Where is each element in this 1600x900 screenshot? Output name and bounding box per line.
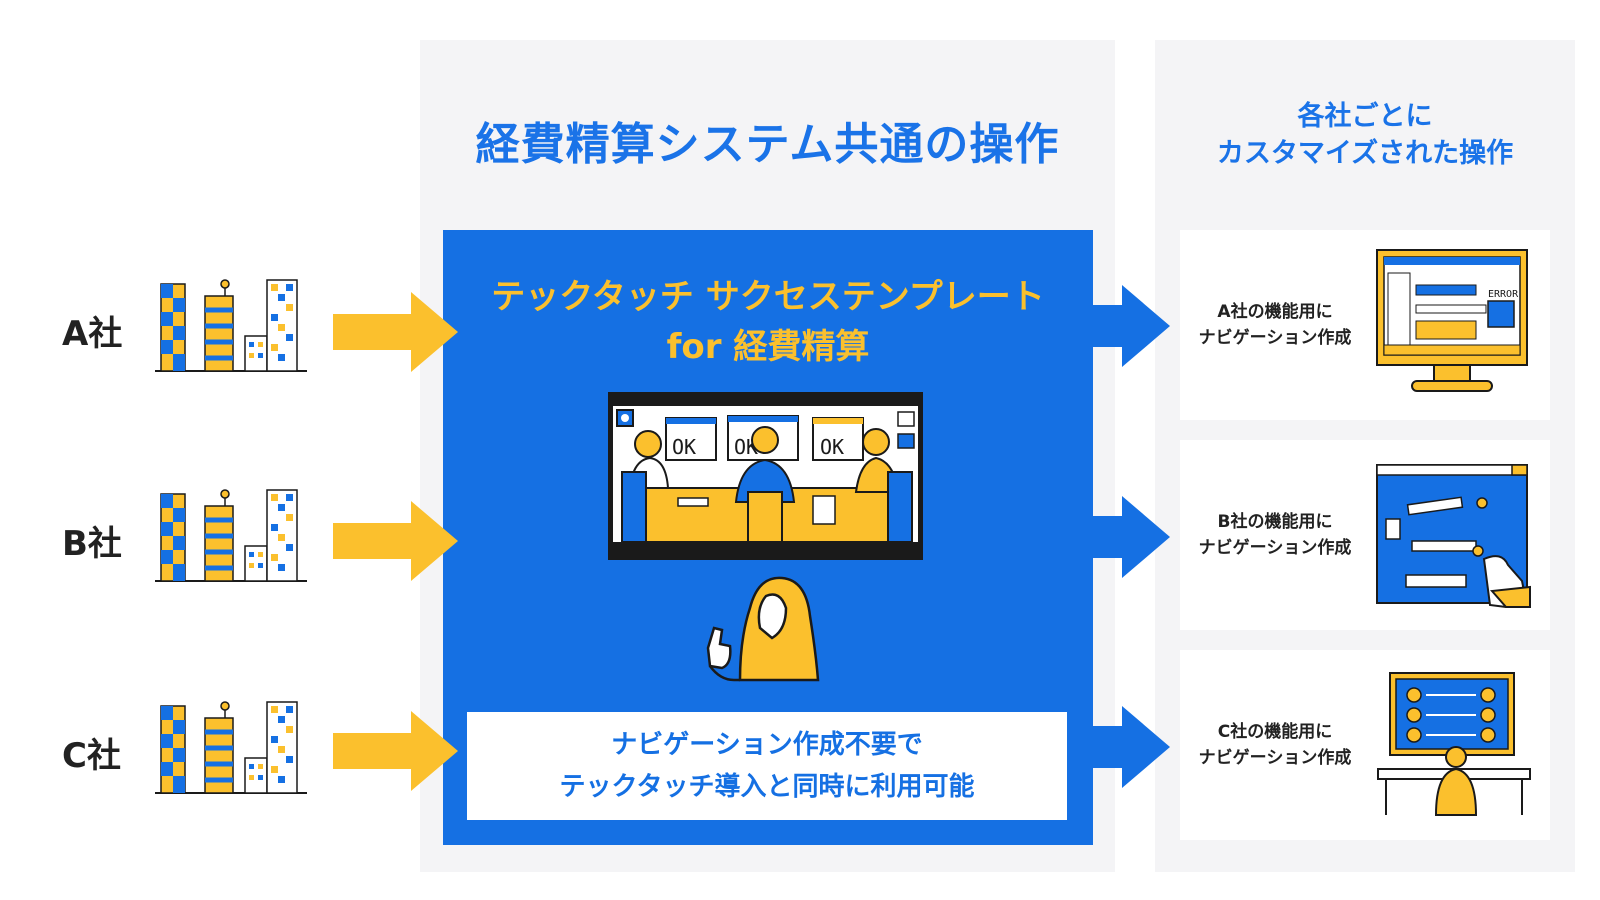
screen-ok-1: OK bbox=[672, 435, 696, 459]
right-arrow-icon bbox=[1090, 706, 1170, 788]
buildings-icon bbox=[155, 489, 307, 582]
custom-operations-title: 各社ごとに カスタマイズされた操作 bbox=[1155, 98, 1575, 172]
buildings-icon bbox=[155, 701, 307, 794]
drag-board-illustration bbox=[1376, 464, 1531, 609]
card-line-2: ナビゲーション作成 bbox=[1198, 328, 1352, 348]
card-text: B社の機能用に ナビゲーション作成 bbox=[1180, 440, 1370, 630]
company-c-label: C社 bbox=[62, 736, 121, 776]
card-line-2: ナビゲーション作成 bbox=[1198, 748, 1352, 768]
custom-card-b: B社の機能用に ナビゲーション作成 bbox=[1180, 440, 1550, 630]
screen-ok-3: OK bbox=[820, 435, 844, 459]
custom-card-a: A社の機能用に ナビゲーション作成 ERROR bbox=[1180, 230, 1550, 420]
card-line-1: C社の機能用に bbox=[1217, 722, 1333, 742]
right-arrow-icon bbox=[333, 711, 458, 791]
right-arrow-icon bbox=[1090, 496, 1170, 578]
template-title-line-2: for 経費精算 bbox=[666, 327, 870, 367]
company-a-label: A社 bbox=[62, 314, 123, 354]
thumbs-up-person-illustration bbox=[706, 576, 820, 682]
common-operations-title: 経費精算システム共通の操作 bbox=[475, 119, 1060, 170]
template-title-line-1: テックタッチ サクセステンプレート bbox=[491, 277, 1045, 317]
right-arrow-icon bbox=[333, 501, 458, 581]
company-b-label: B社 bbox=[62, 524, 122, 564]
right-arrow-icon bbox=[1090, 285, 1170, 367]
notice-box: ナビゲーション作成不要で テックタッチ導入と同時に利用可能 bbox=[467, 712, 1067, 820]
right-arrow-icon bbox=[333, 292, 458, 372]
card-text: C社の機能用に ナビゲーション作成 bbox=[1180, 650, 1370, 840]
buildings-icon bbox=[155, 279, 307, 372]
notice-line-2: テックタッチ導入と同時に利用可能 bbox=[559, 772, 975, 802]
template-title: テックタッチ サクセステンプレート for 経費精算 bbox=[443, 272, 1093, 372]
card-line-2: ナビゲーション作成 bbox=[1198, 538, 1352, 558]
error-label: ERROR bbox=[1488, 289, 1519, 300]
custom-title-line-2: カスタマイズされた操作 bbox=[1216, 138, 1514, 169]
team-at-computers-illustration: OK OK OK bbox=[608, 392, 923, 560]
custom-title-line-1: 各社ごとに bbox=[1297, 101, 1433, 132]
card-line-1: B社の機能用に bbox=[1217, 512, 1333, 532]
notice-line-1: ナビゲーション作成不要で bbox=[611, 730, 923, 760]
person-at-desk-illustration bbox=[1377, 672, 1531, 816]
card-line-1: A社の機能用に bbox=[1217, 302, 1333, 322]
custom-card-c: C社の機能用に ナビゲーション作成 bbox=[1180, 650, 1550, 840]
monitor-error-illustration: ERROR bbox=[1376, 249, 1528, 392]
card-text: A社の機能用に ナビゲーション作成 bbox=[1180, 230, 1370, 420]
